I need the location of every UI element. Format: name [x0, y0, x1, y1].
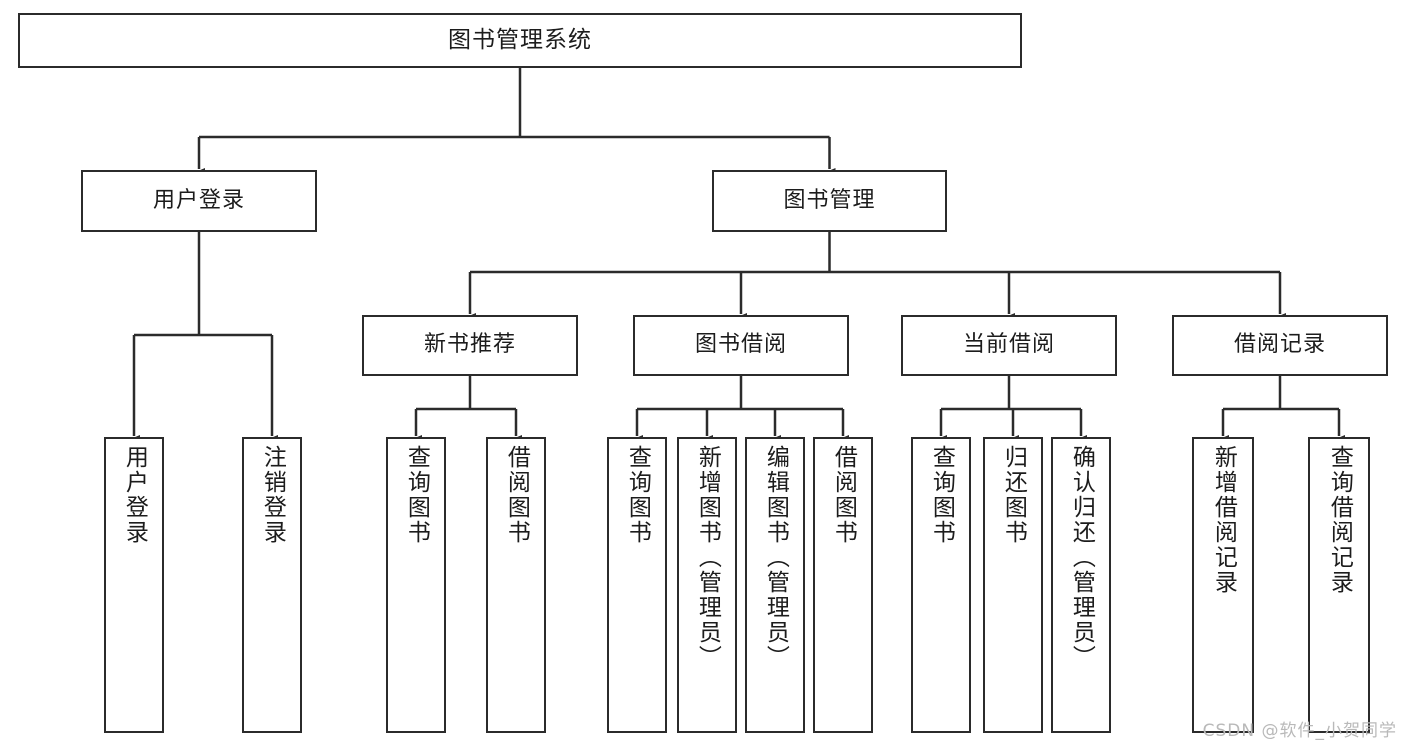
node-leaf-cur-query[interactable]: 查询图书: [911, 437, 971, 733]
node-leaf-borrow-add[interactable]: 新增图书（管理员）: [677, 437, 737, 733]
node-label-leaf-rec-query: 查询图书: [403, 445, 430, 545]
node-leaf-rec-add[interactable]: 新增借阅记录: [1192, 437, 1254, 733]
node-label-leaf-borrow-edit: 编辑图书（管理员）: [762, 445, 789, 670]
node-leaf-user-login[interactable]: 用户登录: [104, 437, 164, 733]
node-label-new-book-rec: 新书推荐: [423, 332, 516, 358]
node-book-borrow[interactable]: 图书借阅: [633, 315, 849, 376]
node-label-leaf-rec-add: 新增借阅记录: [1210, 445, 1237, 595]
node-leaf-rec-borrow[interactable]: 借阅图书: [486, 437, 546, 733]
node-label-leaf-borrow-add: 新增图书（管理员）: [694, 445, 721, 670]
node-current-borrow[interactable]: 当前借阅: [901, 315, 1117, 376]
node-leaf-borrow-edit[interactable]: 编辑图书（管理员）: [745, 437, 805, 733]
node-label-leaf-rec-borrow: 借阅图书: [503, 445, 530, 545]
node-leaf-user-logout[interactable]: 注销登录: [242, 437, 302, 733]
node-new-book-rec[interactable]: 新书推荐: [362, 315, 578, 376]
node-label-book-manage: 图书管理: [783, 187, 876, 213]
node-leaf-cur-return[interactable]: 归还图书: [983, 437, 1043, 733]
node-label-root: 图书管理系统: [448, 26, 592, 53]
node-leaf-cur-confirm[interactable]: 确认归还（管理员）: [1051, 437, 1111, 733]
node-leaf-borrow-do[interactable]: 借阅图书: [813, 437, 873, 733]
node-borrow-record[interactable]: 借阅记录: [1172, 315, 1388, 376]
node-label-leaf-cur-confirm: 确认归还（管理员）: [1068, 445, 1095, 670]
node-label-leaf-user-login: 用户登录: [121, 445, 148, 545]
node-label-leaf-borrow-do: 借阅图书: [830, 445, 857, 545]
node-label-leaf-borrow-query: 查询图书: [624, 445, 651, 545]
node-label-borrow-record: 借阅记录: [1233, 332, 1326, 358]
node-leaf-borrow-query[interactable]: 查询图书: [607, 437, 667, 733]
node-label-current-borrow: 当前借阅: [962, 332, 1055, 358]
node-leaf-rec-query[interactable]: 查询图书: [386, 437, 446, 733]
node-book-manage[interactable]: 图书管理: [712, 170, 947, 232]
node-user-login[interactable]: 用户登录: [81, 170, 317, 232]
node-label-book-borrow: 图书借阅: [694, 332, 787, 358]
node-label-leaf-user-logout: 注销登录: [259, 445, 286, 545]
node-label-leaf-rec-search: 查询借阅记录: [1326, 445, 1353, 595]
node-label-leaf-cur-return: 归还图书: [1000, 445, 1027, 545]
node-label-leaf-cur-query: 查询图书: [928, 445, 955, 545]
node-label-user-login: 用户登录: [152, 187, 245, 213]
node-leaf-rec-search[interactable]: 查询借阅记录: [1308, 437, 1370, 733]
node-root[interactable]: 图书管理系统: [18, 13, 1022, 68]
